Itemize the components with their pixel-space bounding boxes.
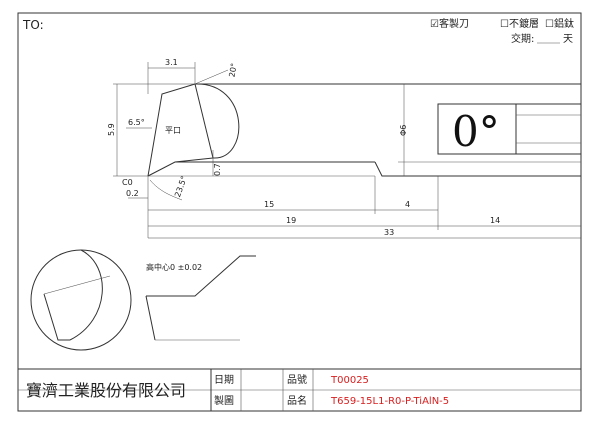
delivery-suffix: 天 xyxy=(563,34,573,45)
dim-angle-side: 6.5° xyxy=(128,118,145,127)
dim-diameter: Φ6 xyxy=(399,125,408,136)
dim-c0: C0 xyxy=(122,178,133,187)
dim-length-15: 15 xyxy=(264,200,274,209)
end-view xyxy=(30,249,132,351)
option-custom-tool: ☑客製刀 xyxy=(430,17,469,30)
company-name: 寶濟工業股份有限公司 xyxy=(26,381,186,400)
tool-profile xyxy=(147,83,581,177)
part-number-label: 品號 xyxy=(287,373,307,386)
center-height-note: 高中心0 ±0.02 xyxy=(146,262,202,272)
to-label: TO: xyxy=(22,18,44,32)
option-tialn: ☐鋁鈦 xyxy=(545,17,574,30)
date-label: 日期 xyxy=(214,374,234,386)
sheet-border xyxy=(17,12,582,412)
dim-length-14: 14 xyxy=(490,216,500,225)
dim-top-width: 3.1 xyxy=(165,58,178,67)
flat-angle-label: 0° xyxy=(452,107,500,156)
flat-edge-label: 平口 xyxy=(165,126,181,135)
option-no-coating: ☐不鍍層 xyxy=(500,17,539,30)
dim-offset: 0.2 xyxy=(126,189,139,198)
part-name-label: 品名 xyxy=(287,394,307,407)
dim-length-4: 4 xyxy=(405,200,410,209)
dimensions xyxy=(113,62,581,239)
dim-neck: 0.7 xyxy=(213,163,222,176)
dim-angle-top: 20° xyxy=(228,62,239,78)
dim-length-19: 19 xyxy=(286,216,296,225)
delivery-prefix: 交期: xyxy=(511,32,534,45)
title-block xyxy=(18,368,581,411)
part-name-value: T659-15L1-R0-P-TiAlN-5 xyxy=(330,396,449,407)
drawn-by-label: 製圖 xyxy=(214,394,234,407)
dim-angle-bottom: 23.5° xyxy=(173,175,189,199)
center-height-view xyxy=(145,255,256,341)
dim-length-33: 33 xyxy=(384,228,394,237)
dim-height: 5.9 xyxy=(107,123,116,136)
part-number-value: T00025 xyxy=(330,375,369,386)
